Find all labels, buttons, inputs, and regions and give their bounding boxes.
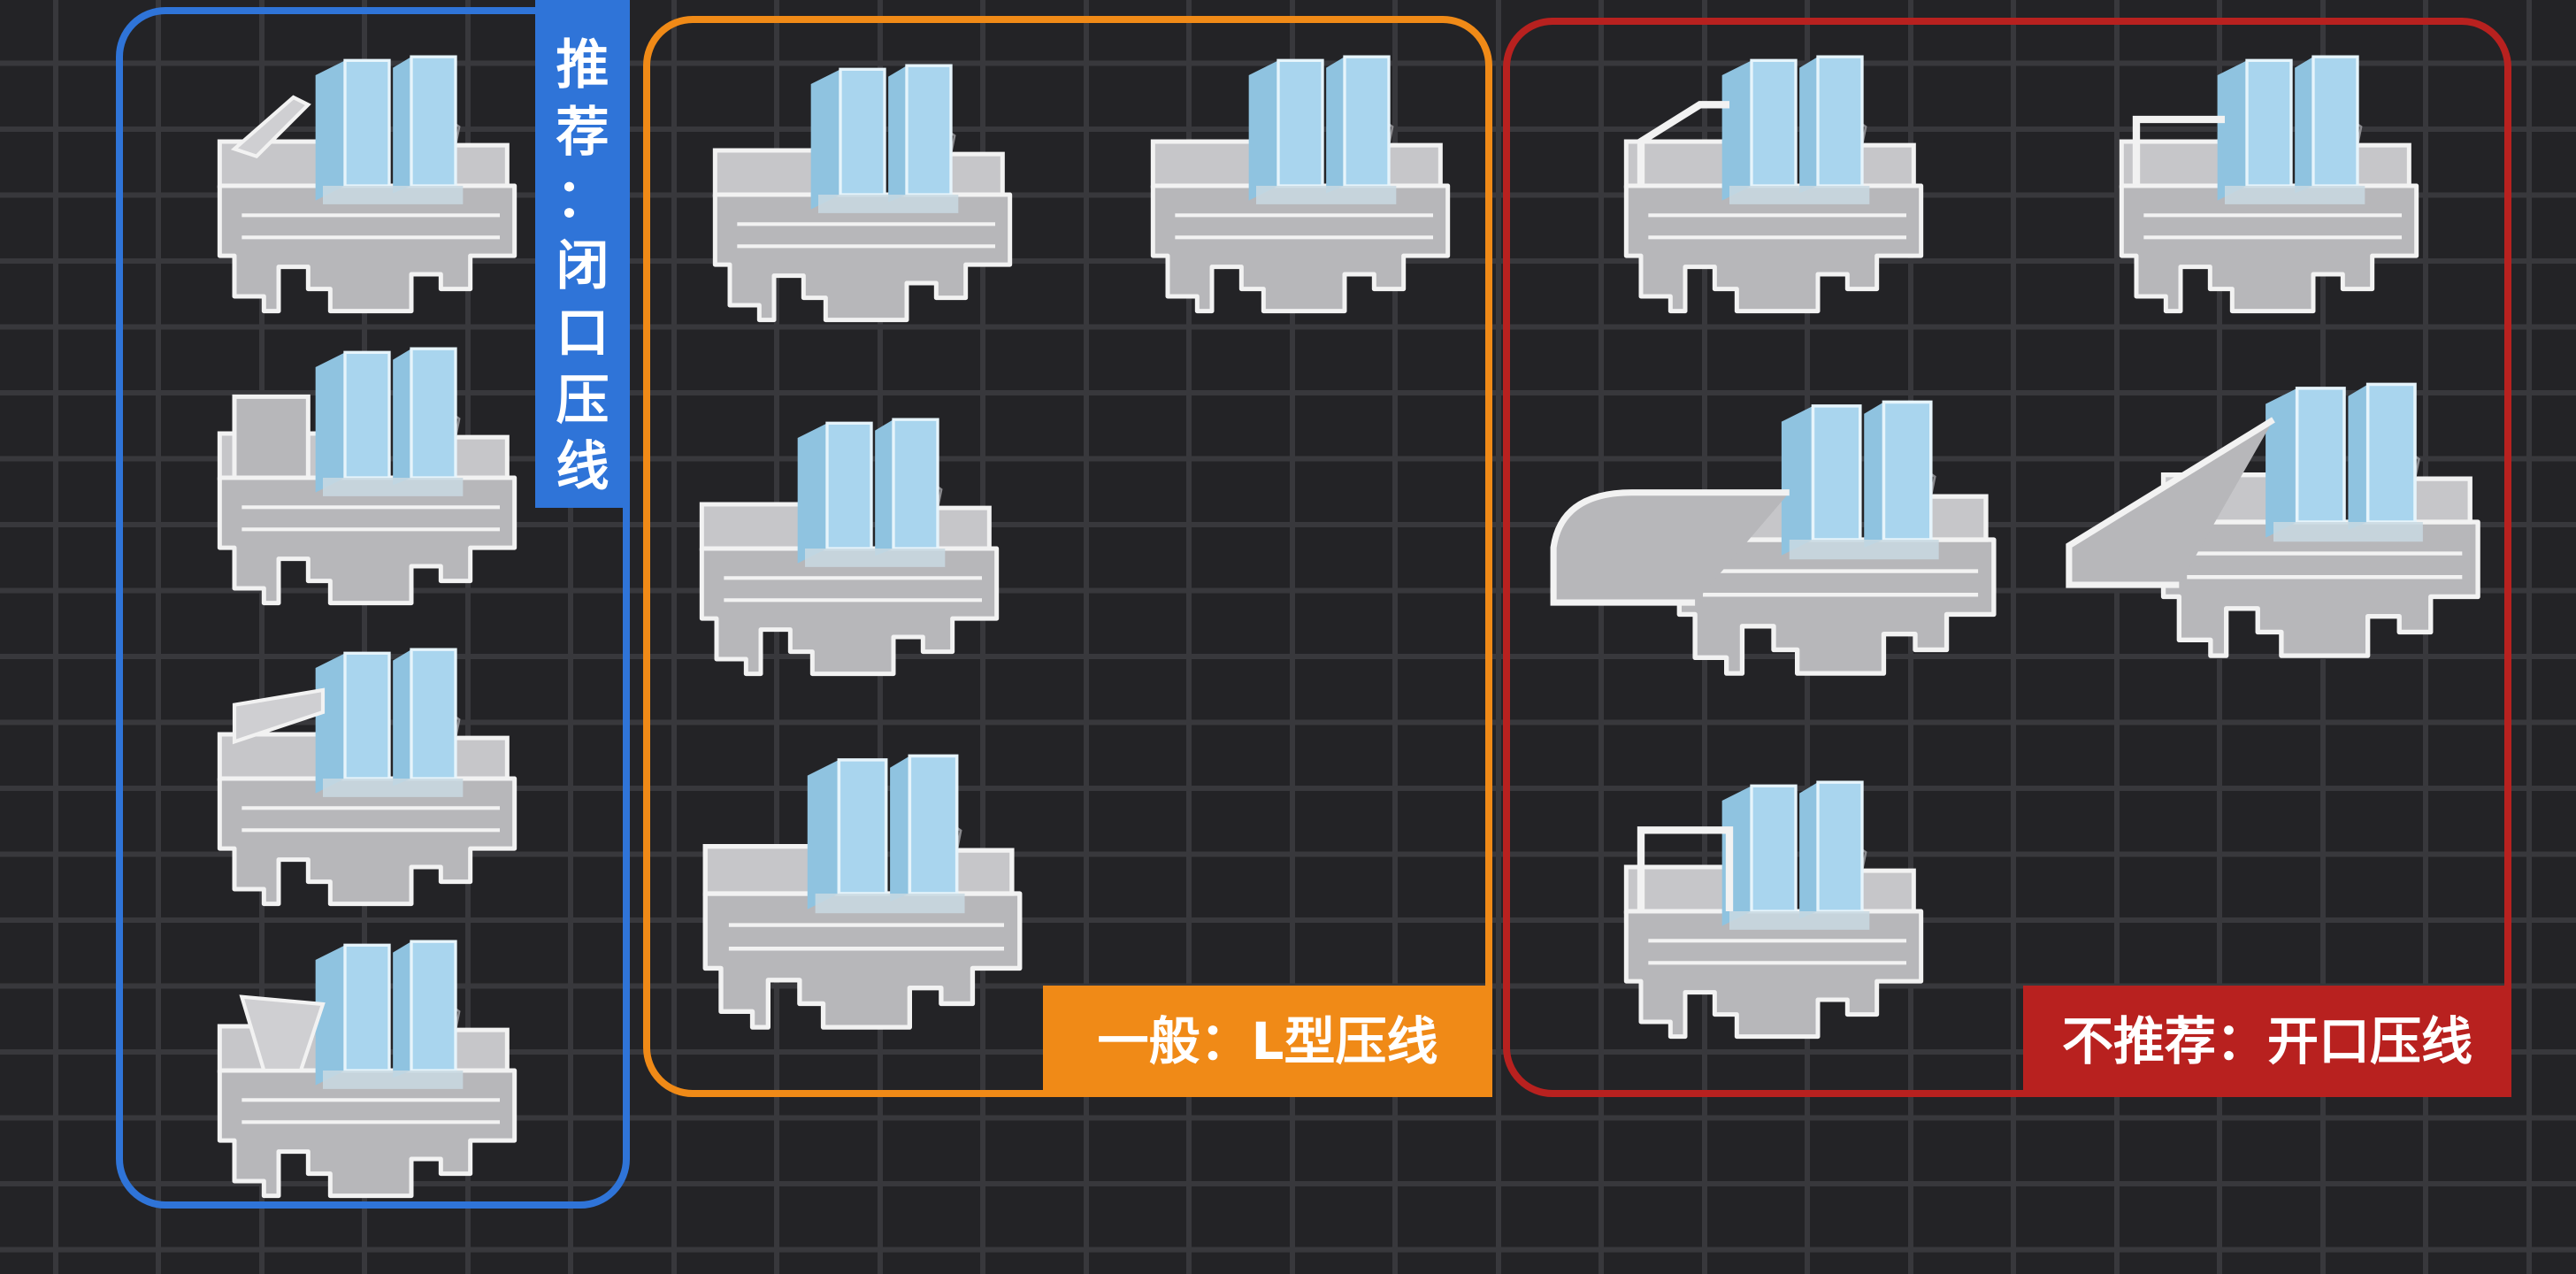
general-l-shape-label: 一般：L型压线 bbox=[1043, 986, 1492, 1097]
profile-l-profile-a bbox=[686, 62, 1039, 327]
recommended-closed-group-frame bbox=[116, 7, 630, 1209]
profile-open-square bbox=[1597, 779, 1951, 1044]
label-char: 压 bbox=[556, 369, 610, 432]
profile-closed-folded bbox=[181, 938, 553, 1203]
profile-l-profile-b bbox=[1141, 53, 1460, 318]
not-recommended-open-group-frame bbox=[1503, 18, 2511, 1097]
profile-open-box bbox=[2092, 53, 2446, 318]
label-char: 推 bbox=[556, 35, 610, 96]
label-char: ： bbox=[556, 168, 610, 231]
label-char: 荐 bbox=[556, 101, 610, 164]
profile-closed-slant bbox=[181, 646, 553, 911]
recommended-closed-label: 推 荐 ： 闭 口 压 线 bbox=[535, 0, 630, 508]
profile-open-round-long bbox=[1550, 398, 2021, 681]
profile-l-profile-d bbox=[686, 752, 1039, 1035]
profile-closed-box bbox=[181, 345, 553, 610]
label-char: 口 bbox=[556, 302, 610, 365]
label-char: 线 bbox=[556, 436, 610, 499]
profile-open-slanted bbox=[1597, 53, 1951, 318]
not-recommended-open-label: 不推荐：开口压线 bbox=[2023, 986, 2511, 1097]
label-char: 闭 bbox=[556, 235, 610, 298]
profile-open-sloped-long bbox=[2066, 380, 2503, 664]
profile-l-profile-c bbox=[672, 416, 1026, 681]
profile-closed-diagonal bbox=[181, 53, 553, 318]
